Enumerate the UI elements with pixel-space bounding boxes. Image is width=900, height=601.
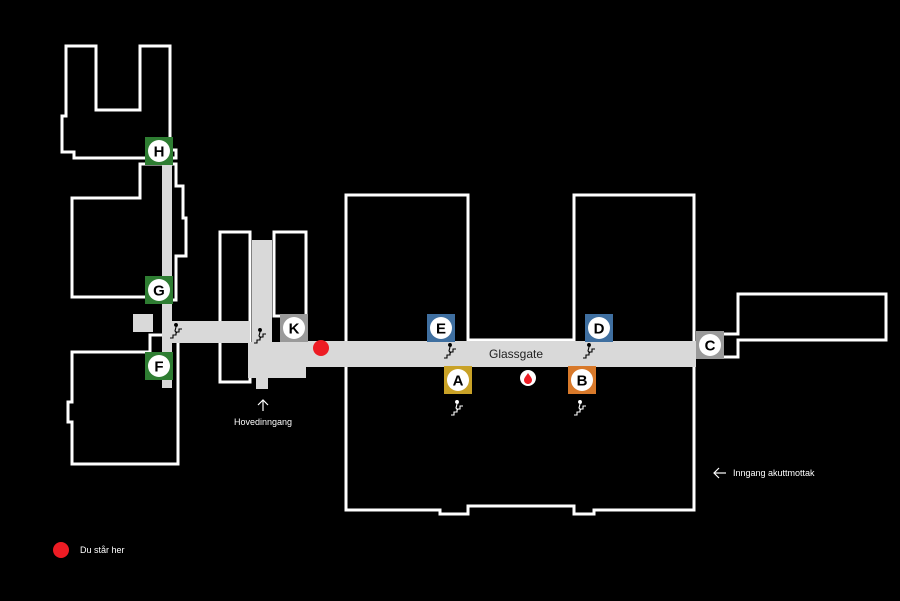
building-badge-e[interactable]: E <box>427 314 455 342</box>
building-badge-letter: E <box>436 321 446 338</box>
building-badge-f[interactable]: F <box>145 352 173 380</box>
building-badge-letter: B <box>577 373 588 390</box>
building-badge-letter: A <box>453 373 464 390</box>
building-badge-letter: D <box>594 321 605 338</box>
building-badge-letter: F <box>154 359 163 376</box>
legend-you-are-here-label: Du står her <box>80 545 125 555</box>
building-badge-k[interactable]: K <box>280 314 308 342</box>
corridor-west-stub <box>133 314 153 332</box>
building-badge-a[interactable]: A <box>444 366 472 394</box>
building-badge-letter: G <box>153 283 165 300</box>
building-badge-c[interactable]: C <box>696 331 724 359</box>
corridor-vertical-west <box>162 158 172 388</box>
corridor-network <box>133 158 722 389</box>
escalator-icons <box>170 323 595 416</box>
building-badge-d[interactable]: D <box>585 314 613 342</box>
you-are-here-marker <box>313 340 329 356</box>
arrow-left-icon <box>713 467 726 479</box>
emergency-entrance-label: Inngang akuttmottak <box>733 468 815 478</box>
building-f-outline <box>66 333 180 466</box>
corridor-entrance-door <box>256 376 268 389</box>
blood-drop-icon <box>520 370 536 386</box>
corridor-west-segment <box>172 321 250 343</box>
arrow-up-icon <box>257 399 269 411</box>
corridor-entrance-column <box>252 240 272 345</box>
corridor-glassgate <box>300 341 696 367</box>
building-badge-letter: C <box>705 338 716 355</box>
escalator-icon <box>170 323 182 339</box>
building-badges: H G F K E D A B C <box>145 137 724 394</box>
building-g-outline <box>70 162 188 302</box>
building-badge-letter: H <box>154 144 165 161</box>
escalator-icon <box>583 343 595 359</box>
building-c-outline <box>718 292 888 359</box>
escalator-icon <box>444 343 456 359</box>
building-badge-b[interactable]: B <box>568 366 596 394</box>
escalator-icon <box>254 328 266 344</box>
building-badge-h[interactable]: H <box>145 137 173 165</box>
corridor-entrance-hall <box>248 342 306 378</box>
escalator-icon <box>451 400 463 416</box>
building-ae-outline <box>344 193 696 516</box>
legend-you-are-here-dot <box>53 542 69 558</box>
building-badge-letter: K <box>289 321 300 338</box>
corridor-label: Glassgate <box>489 347 543 361</box>
building-badge-g[interactable]: G <box>145 276 173 304</box>
main-entrance-label: Hovedinngang <box>234 417 292 427</box>
escalator-icon <box>574 400 586 416</box>
building-h-outline <box>60 44 178 160</box>
